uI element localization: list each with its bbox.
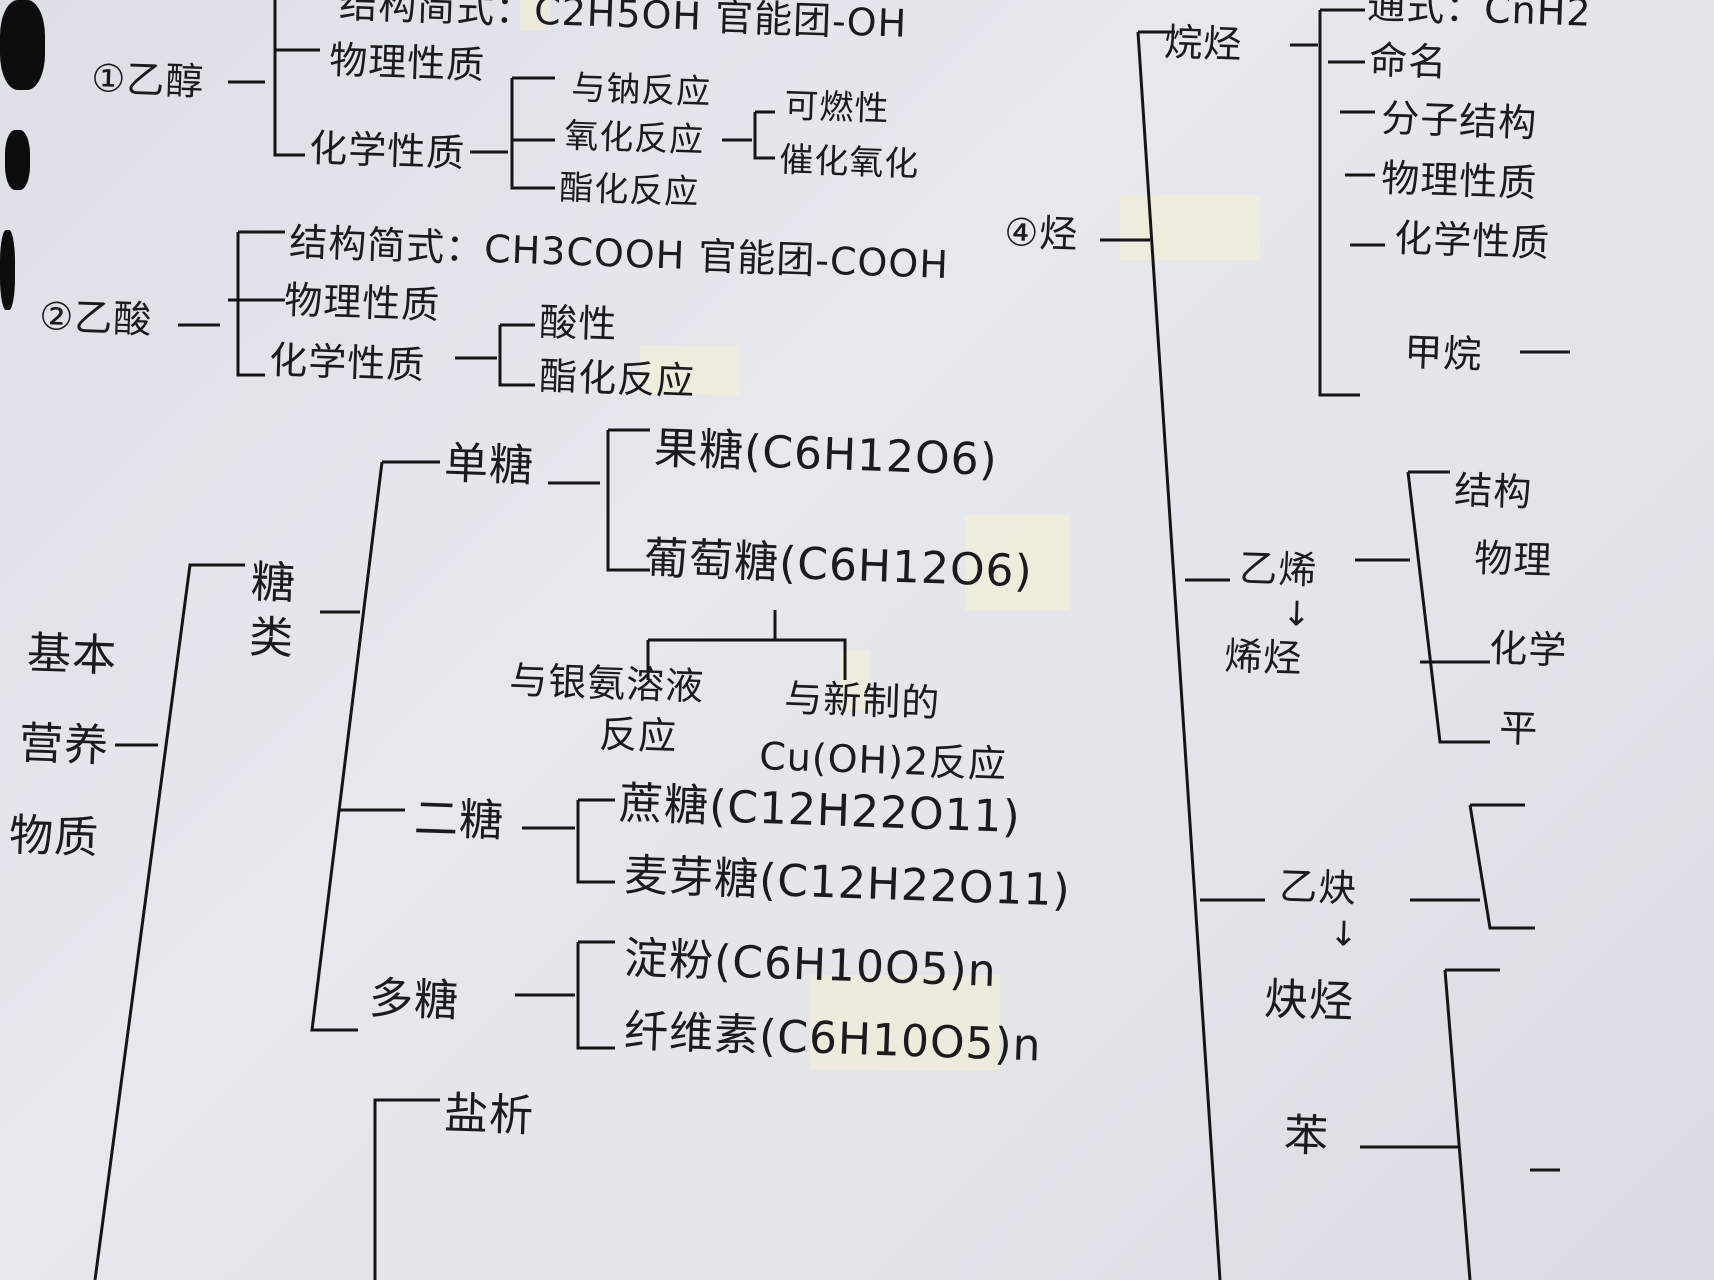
- alkane-chemical-properties: 化学性质: [1393, 216, 1551, 266]
- acetic-acid-physical-properties: 物理性质: [283, 278, 441, 328]
- ethanol-reaction-oxidation: 氧化反应: [563, 116, 705, 161]
- ethylene-structure: 结构: [1453, 468, 1534, 515]
- disaccharide-label: 二糖: [413, 793, 506, 848]
- sugars-label: 糖类: [248, 556, 297, 665]
- acetic-acid-title: ②乙酸: [38, 294, 154, 342]
- ethanol-flammability: 可燃性: [783, 86, 891, 130]
- nutrients-title-line-2: 营养: [18, 718, 111, 773]
- benzene-label: 苯: [1283, 1110, 1331, 1163]
- acetic-acid-esterification: 酯化反应: [538, 354, 696, 404]
- tape-strip: [810, 975, 1000, 1070]
- copper-hydroxide-reaction: 与新制的: [783, 676, 941, 726]
- ethylene-arrow: ↓: [1281, 594, 1313, 636]
- tape-strip: [520, 0, 550, 30]
- ethylene-physical: 物理: [1473, 536, 1554, 583]
- alkene-label: 烯烃: [1223, 634, 1304, 681]
- acetylene-arrow: ↓: [1328, 914, 1360, 956]
- ethylene-planar: 平: [1498, 706, 1540, 752]
- ethanol-catalytic-oxidation: 催化氧化: [778, 140, 920, 185]
- hydrocarbons-title: ④烃: [1003, 210, 1080, 257]
- alkane-molecular-structure: 分子结构: [1380, 96, 1538, 146]
- ethanol-chemical-properties: 化学性质: [308, 126, 466, 176]
- silver-ammonia-reaction: 与银氨溶液: [508, 658, 705, 709]
- ethanol-reaction-sodium: 与钠反应: [570, 68, 712, 113]
- alkyne-label: 炔烃: [1263, 974, 1356, 1029]
- acetic-acid-acidity: 酸性: [538, 300, 619, 347]
- ink-blot: [0, 0, 45, 90]
- ethylene-label: 乙烯: [1238, 546, 1319, 593]
- monosaccharide-label: 单糖: [443, 438, 536, 493]
- ink-blot: [5, 130, 30, 190]
- tape-strip: [1120, 195, 1260, 260]
- ethanol-reaction-esterification: 酯化反应: [558, 168, 700, 213]
- acetylene-label: 乙炔: [1278, 864, 1359, 911]
- ethanol-title: ①乙醇: [90, 56, 206, 104]
- salting-out-label: 盐析: [443, 1088, 536, 1143]
- alkane-physical-properties: 物理性质: [1380, 156, 1538, 206]
- ethanol-physical-properties: 物理性质: [328, 38, 486, 88]
- silver-ammonia-reaction-line-2: 反应: [598, 712, 679, 759]
- methane-label: 甲烷: [1403, 330, 1484, 377]
- alkane-label: 烷烃: [1163, 20, 1244, 67]
- copper-hydroxide-reaction-line-2: Cu(OH)2反应: [758, 734, 1008, 787]
- ink-blot: [0, 230, 15, 310]
- ethylene-chemical: 化学: [1488, 626, 1569, 673]
- nutrients-title-line-3: 物质: [8, 810, 101, 865]
- polysaccharide-label: 多糖: [368, 973, 461, 1028]
- alkane-naming: 命名: [1368, 38, 1449, 85]
- tape-strip: [640, 345, 740, 395]
- acetic-acid-chemical-properties: 化学性质: [268, 338, 426, 388]
- tape-strip: [965, 515, 1070, 610]
- nutrients-title-line-1: 基本: [26, 628, 119, 683]
